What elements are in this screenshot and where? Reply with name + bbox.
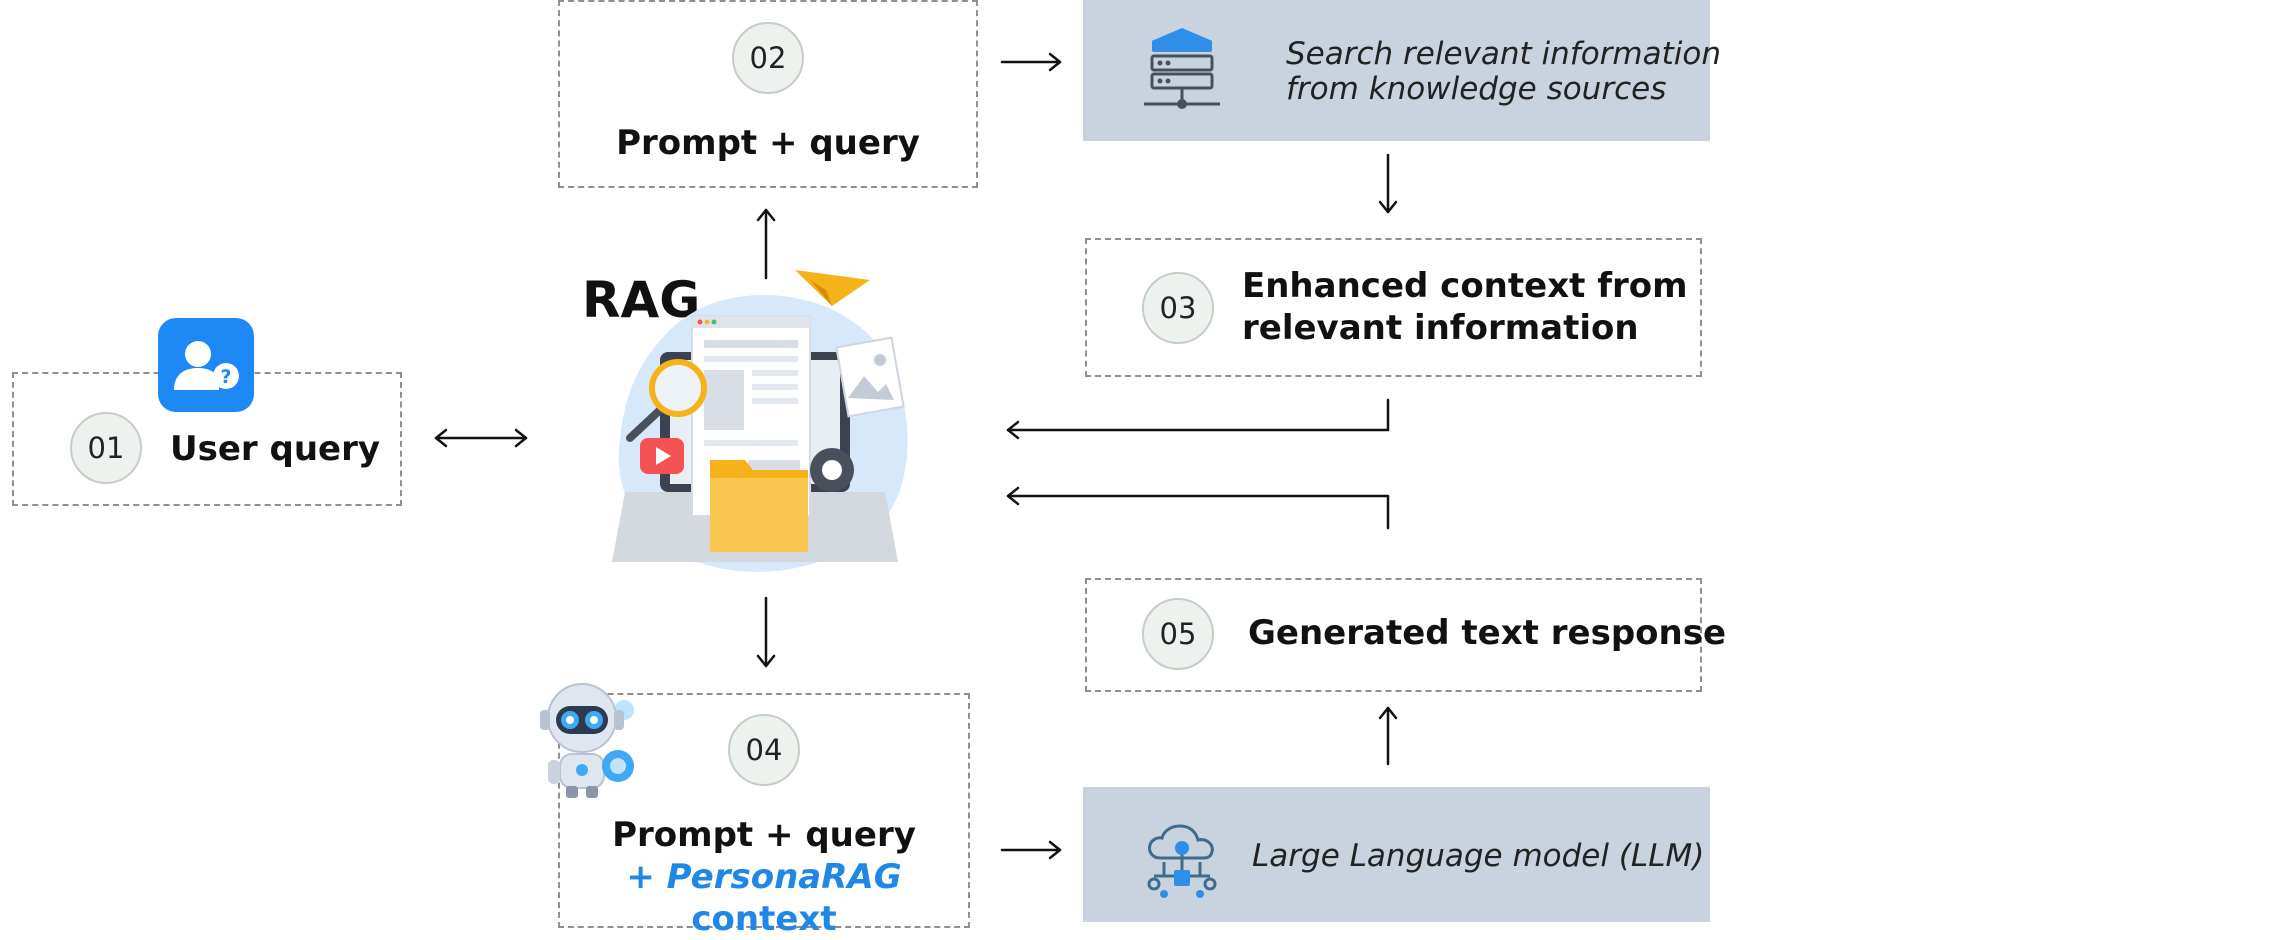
arrow-rag-to-prompt (756, 208, 776, 280)
search-line-2: from knowledge sources (1286, 71, 1667, 107)
step-02-box (558, 0, 978, 188)
arrow-prompt-to-search (1000, 52, 1062, 72)
step-number-04: 04 (728, 714, 800, 786)
rag-laptop-illustration (580, 260, 940, 590)
step-02-label: Prompt + query (616, 123, 920, 163)
step-04-label-line-1: Prompt + query (612, 815, 916, 855)
step-number-01: 01 (70, 412, 142, 484)
arrow-search-to-context (1378, 153, 1398, 214)
llm-label: Large Language model (LLM) (1252, 838, 1705, 874)
step-number-05: 05 (1142, 598, 1214, 670)
llm-box (1083, 787, 1710, 922)
step-04-prefix: + (626, 857, 667, 897)
step-05-label: Generated text response (1248, 613, 1727, 653)
user-question-icon: ? (158, 318, 254, 412)
step-03-label-line-1: Enhanced context from (1242, 266, 1688, 306)
search-line-1: Search relevant information (1286, 36, 1721, 72)
arrow-response-to-rag (1006, 486, 1390, 530)
robot-icon (526, 680, 638, 800)
arrow-rag-to-persona (756, 596, 776, 668)
arrow-user-rag (434, 428, 528, 448)
cloud-network-icon (1140, 818, 1224, 902)
svg-text:?: ? (220, 366, 231, 388)
rag-label: RAG (582, 271, 701, 329)
server-database-icon (1138, 26, 1226, 112)
arrow-persona-to-llm (1000, 840, 1062, 860)
step-number-02: 02 (732, 22, 804, 94)
step-05-box (1085, 578, 1702, 692)
arrow-llm-to-response (1378, 706, 1398, 766)
step-number-03: 03 (1142, 272, 1214, 344)
step-03-label-line-2: relevant information (1242, 308, 1639, 348)
step-04-accent: PersonaRAG (666, 857, 902, 897)
step-03-box (1085, 238, 1702, 377)
step-01-label: User query (170, 429, 381, 469)
arrow-context-to-rag (1006, 398, 1390, 440)
